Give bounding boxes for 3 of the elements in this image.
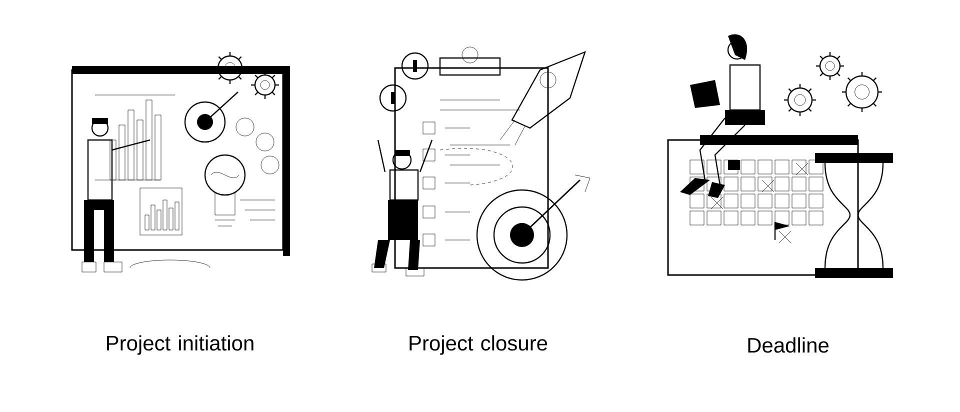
caption: Project closure — [410, 335, 548, 355]
caption: Project initiation — [107, 335, 254, 355]
caption: Deadline — [748, 337, 828, 353]
